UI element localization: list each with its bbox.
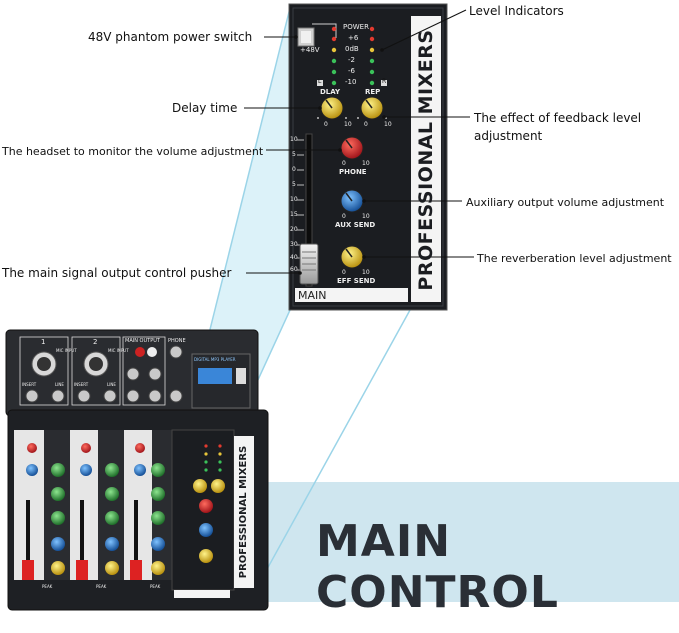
fader-tick-8: 40 xyxy=(290,254,298,261)
callout-phantom-switch: 48V phantom power switch xyxy=(88,30,253,44)
mixer-brand: PROFESSIONAL MIXERS xyxy=(238,445,249,579)
phone-jack-label: PHONE xyxy=(168,338,186,344)
callout-reverb: The reverberation level adjustment xyxy=(477,252,672,265)
aux-min: 0 xyxy=(342,213,346,220)
eff-send-label: EFF SEND xyxy=(337,277,376,285)
fader-tick-7: 30 xyxy=(290,241,298,248)
channel-knobs xyxy=(26,443,165,575)
rep-label: REP xyxy=(365,88,381,96)
meter-label-1: +6 xyxy=(348,34,359,42)
rep-max: 10 xyxy=(384,121,392,128)
meter-label-2: 0dB xyxy=(345,45,359,53)
phantom-label: +48V xyxy=(300,46,320,54)
peak-1: PEAK xyxy=(42,584,53,589)
banner-title: MAIN CONTROL xyxy=(316,516,559,618)
peak-2: PEAK xyxy=(96,584,107,589)
mic-input-2: MIC INPUT xyxy=(108,348,129,353)
fader-tick-9: 60 xyxy=(290,266,298,273)
zoomed-panel xyxy=(288,3,448,311)
fader-tick-1: 5 xyxy=(292,151,296,158)
power-label: POWER xyxy=(343,23,369,31)
rep-min: 0 xyxy=(364,121,368,128)
dlay-max: 10 xyxy=(344,121,352,128)
mixer-device xyxy=(5,329,269,611)
fader-tick-0: 10 xyxy=(290,136,298,143)
insert-1: INSERT xyxy=(22,382,37,387)
level-leds xyxy=(331,26,375,86)
line-1: LINE xyxy=(55,382,64,387)
callout-headset: The headset to monitor the volume adjust… xyxy=(2,145,264,158)
callout-level-indicators: Level Indicators xyxy=(469,4,564,18)
aux-max: 10 xyxy=(362,213,370,220)
insert-2: INSERT xyxy=(74,382,89,387)
dlay-min: 0 xyxy=(324,121,328,128)
meter-label-4: -6 xyxy=(348,67,355,75)
aux-send-label: AUX SEND xyxy=(335,221,376,229)
callout-aux: Auxiliary output volume adjustment xyxy=(466,196,665,209)
left-label: L xyxy=(318,78,322,85)
fader-tick-6: 20 xyxy=(290,226,298,233)
phone-min: 0 xyxy=(342,160,346,167)
mp3-player-label: DIGITAL MP3 PLAYER xyxy=(194,357,236,362)
eff-min: 0 xyxy=(342,269,346,276)
dlay-label: DLAY xyxy=(320,88,341,96)
level-leader xyxy=(381,9,467,51)
line-2: LINE xyxy=(107,382,116,387)
ch1-label: 1 xyxy=(41,338,46,346)
fader-tick-5: 15 xyxy=(290,211,298,218)
main-label: MAIN xyxy=(298,289,327,302)
fader-tick-4: 10 xyxy=(290,196,298,203)
meter-label-3: -2 xyxy=(348,56,355,64)
callout-main-fader: The main signal output control pusher xyxy=(2,266,232,280)
right-label: R xyxy=(382,78,387,85)
main-output-label: MAIN OUTPUT xyxy=(125,338,160,344)
callout-feedback: The effect of feedback level adjustment xyxy=(474,111,642,143)
panel-brand: PROFESSIONAL MIXERS xyxy=(415,29,437,291)
callout-delay-time: Delay time xyxy=(172,101,238,115)
fader-tick-3: 5 xyxy=(292,181,296,188)
peak-3: PEAK xyxy=(150,584,161,589)
phone-label: PHONE xyxy=(339,168,367,176)
meter-label-5: -10 xyxy=(345,78,357,86)
phone-max: 10 xyxy=(362,160,370,167)
zoom-line-bottom xyxy=(249,309,411,601)
fader-tick-2: 0 xyxy=(292,166,296,173)
main-control-banner xyxy=(262,482,679,602)
ch2-label: 2 xyxy=(93,338,98,346)
mic-input-1: MIC INPUT xyxy=(56,348,77,353)
eff-max: 10 xyxy=(362,269,370,276)
